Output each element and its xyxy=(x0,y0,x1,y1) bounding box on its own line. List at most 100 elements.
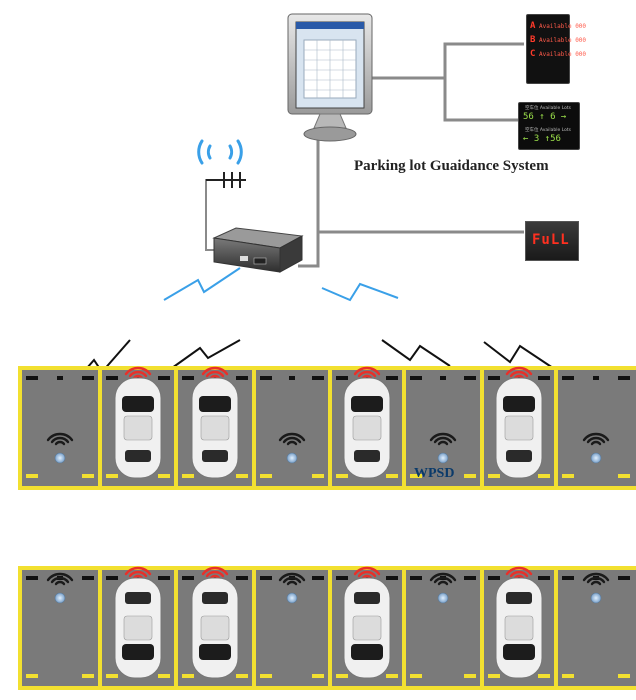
availability-row: C Available 000 xyxy=(530,49,587,59)
sensor-link-3 xyxy=(381,339,451,367)
wifi-arc xyxy=(582,572,610,582)
car-rear-window xyxy=(354,450,380,462)
bay-marker xyxy=(618,376,630,380)
wifi-arc xyxy=(586,436,606,444)
car-rear-window xyxy=(125,450,151,462)
bay-marker xyxy=(562,576,574,580)
bay-marker xyxy=(618,674,630,678)
bay-marker xyxy=(464,674,476,678)
bay-marker xyxy=(312,376,324,380)
bay-marker xyxy=(386,376,398,380)
availability-row: B Available 000 xyxy=(530,35,587,45)
wifi-signal-icon xyxy=(278,432,306,446)
direction-sign-top-value: 56 ↑ 6 → xyxy=(523,112,567,122)
wifi-arc xyxy=(205,370,225,378)
wifi-arc xyxy=(582,432,610,442)
wifi-arc xyxy=(124,566,152,576)
car-roof xyxy=(352,615,382,641)
wifi-arc xyxy=(201,366,229,376)
bay-marker xyxy=(386,474,398,478)
wifi-arc xyxy=(128,570,148,578)
car-roof xyxy=(123,415,153,441)
bay-marker xyxy=(236,576,248,580)
bay-marker xyxy=(312,474,324,478)
bay-marker xyxy=(106,576,118,580)
wifi-arc xyxy=(54,580,66,586)
wifi-signal-icon xyxy=(582,572,610,586)
wifi-arc xyxy=(590,580,602,586)
bay-marker xyxy=(260,376,272,380)
bay-marker xyxy=(618,576,630,580)
direction-sign-bottom-value: ← 3 ↑56 xyxy=(523,134,561,144)
bay-marker xyxy=(312,674,324,678)
wifi-signal-icon xyxy=(46,572,74,586)
diagram-title: Parking lot Guaidance System xyxy=(354,158,549,174)
controller-side xyxy=(279,235,303,273)
bay-marker xyxy=(538,376,550,380)
parking-row xyxy=(18,366,636,490)
bay-marker xyxy=(386,674,398,678)
wifi-arc xyxy=(278,572,306,582)
bay-marker xyxy=(312,576,324,580)
wifi-arc xyxy=(357,370,377,378)
bay-marker xyxy=(618,474,630,478)
parking-row xyxy=(18,566,636,690)
bay-marker xyxy=(236,474,248,478)
car-icon xyxy=(191,577,239,679)
car-rear-window xyxy=(202,592,228,604)
bay-marker xyxy=(289,376,295,380)
wifi-signal-icon xyxy=(197,139,243,165)
car-roof xyxy=(123,615,153,641)
bay-marker xyxy=(26,376,38,380)
bay-marker xyxy=(464,576,476,580)
direction-sign-header: 空车位 Available Lots xyxy=(525,106,572,111)
bay-marker xyxy=(336,376,348,380)
bay-marker xyxy=(26,674,38,678)
bay-marker xyxy=(106,474,118,478)
bay-marker xyxy=(464,376,476,380)
screen-titlebar xyxy=(296,22,364,29)
car-roof xyxy=(200,415,230,441)
wifi-arc xyxy=(54,440,66,446)
screen-table-grid xyxy=(304,40,356,98)
bay-marker xyxy=(538,576,550,580)
car-roof xyxy=(200,615,230,641)
sensor-label: WPSD xyxy=(414,466,455,481)
controller-port xyxy=(240,256,248,261)
wifi-arc xyxy=(286,580,298,586)
bay-marker xyxy=(26,576,38,580)
car-roof xyxy=(504,415,534,441)
bay-marker xyxy=(260,474,272,478)
sensor-dot xyxy=(590,452,602,464)
wifi-arc xyxy=(282,436,302,444)
controller-port-2 xyxy=(253,257,267,265)
bay-marker xyxy=(593,376,599,380)
full-sign-text: FuLL xyxy=(532,232,570,248)
bay-marker xyxy=(182,474,194,478)
direction-sign: 空车位 Available Lots 56 ↑ 6 → 空车位 Availabl… xyxy=(518,102,580,150)
bay-marker xyxy=(260,674,272,678)
bay-marker xyxy=(336,576,348,580)
wifi-arc xyxy=(46,572,74,582)
bay-marker xyxy=(410,474,422,478)
bay-marker xyxy=(26,474,38,478)
bay-marker xyxy=(236,376,248,380)
bay-marker xyxy=(158,674,170,678)
controller-unit xyxy=(212,227,304,273)
wire-controller-to-monitor xyxy=(298,140,320,268)
wifi-arc xyxy=(46,432,74,442)
wifi-arc xyxy=(437,440,449,446)
wifi-arc xyxy=(201,566,229,576)
bay-marker xyxy=(57,376,63,380)
car-icon xyxy=(191,377,239,479)
wifi-arc xyxy=(429,432,457,442)
car-rear-window xyxy=(506,450,532,462)
wifi-arc xyxy=(286,440,298,446)
wireless-link-left xyxy=(163,267,241,301)
bay-marker xyxy=(82,674,94,678)
monitor-stand xyxy=(303,126,357,142)
car-windshield xyxy=(351,396,383,412)
sensor-dot xyxy=(437,452,449,464)
